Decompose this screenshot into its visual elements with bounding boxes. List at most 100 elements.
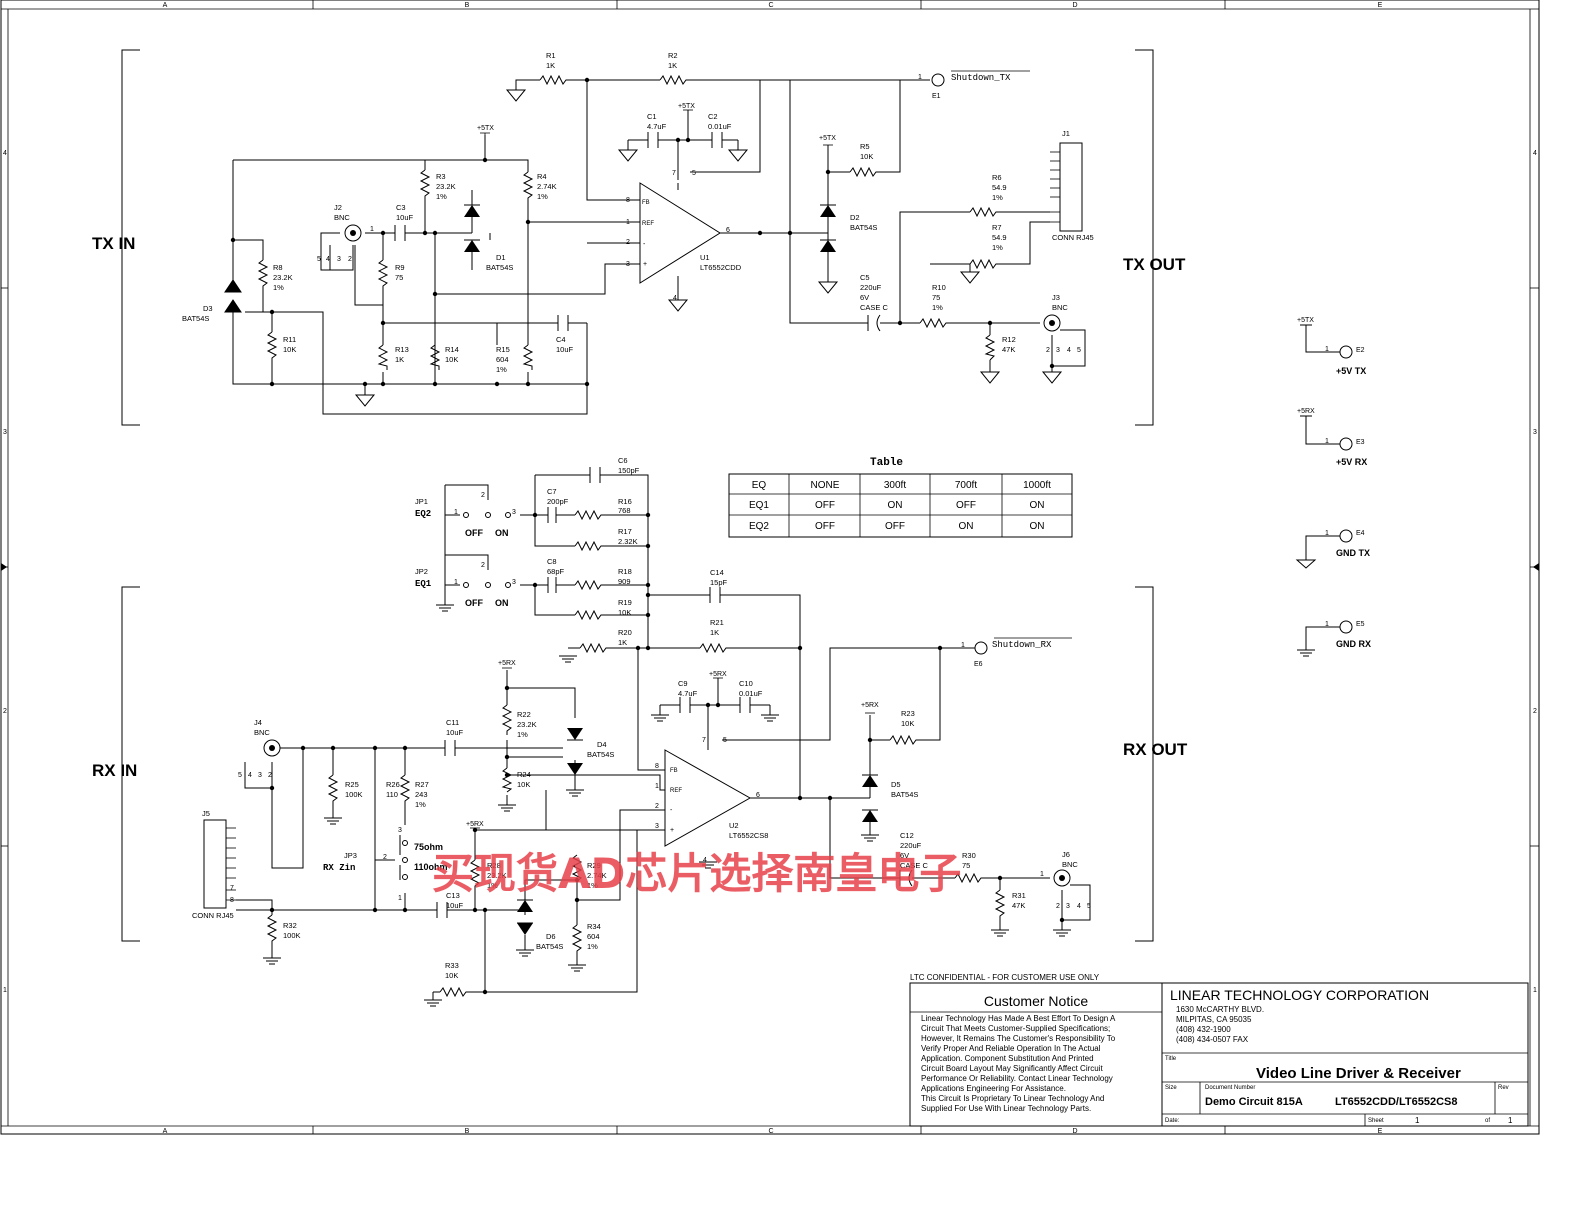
d1-ref: D1 (496, 253, 506, 262)
rx-supply-r22: +5RX (498, 660, 516, 667)
svg-text:4: 4 (326, 256, 330, 263)
notice-line-6: Performance Or Reliability. Contact Line… (921, 1074, 1113, 1083)
svg-text:1: 1 (655, 783, 659, 790)
d1-val: BAT54S (486, 263, 513, 272)
col-label-b-bottom: B (465, 1128, 470, 1135)
u1-val: LT6552CDD (700, 263, 742, 272)
r24-val: 10K (517, 780, 530, 789)
r22-tol: 1% (517, 730, 528, 739)
r28-val: 23.2K (487, 871, 507, 880)
u2-ref: U2 (729, 821, 739, 830)
confidential-note: LTC CONFIDENTIAL - FOR CUSTOMER USE ONLY (910, 973, 1100, 982)
tx-supply-d1: +5TX (477, 125, 494, 132)
sheet-total: 1 (1508, 1116, 1513, 1125)
eq-table-cell-0-1: OFF (815, 500, 835, 511)
date-caption: Date: (1165, 1118, 1180, 1124)
e4-label: GND TX (1336, 548, 1370, 558)
d2-ref: D2 (850, 213, 860, 222)
d4-val: BAT54S (587, 750, 614, 759)
svg-text:2: 2 (481, 562, 485, 569)
u1-ref: U1 (700, 253, 710, 262)
svg-text:8: 8 (655, 763, 659, 770)
svg-text:5: 5 (1087, 903, 1091, 910)
r14-ref: R14 (445, 345, 459, 354)
e1-ref: E1 (932, 93, 941, 100)
r3-ref: R3 (436, 172, 446, 181)
c5-val: 220uF (860, 283, 882, 292)
svg-text:4: 4 (703, 857, 707, 864)
r31-val: 47K (1012, 901, 1025, 910)
svg-text:5: 5 (317, 256, 321, 263)
c10-ref: C10 (739, 679, 753, 688)
svg-text:1: 1 (626, 219, 630, 226)
c2-val: 0.01uF (708, 122, 732, 131)
c1-ref: C1 (647, 112, 657, 121)
shutdown-tx-label: Shutdown_TX (951, 73, 1011, 83)
eq-table-cell-0-3: OFF (956, 500, 976, 511)
svg-text:+: + (643, 261, 647, 268)
rx-supply-d5: +5RX (861, 702, 879, 709)
r7-tol: 1% (992, 243, 1003, 252)
svg-text:1: 1 (454, 579, 458, 586)
r32-val: 100K (283, 931, 301, 940)
c5-voltage: 6V (860, 293, 869, 302)
eq-table-header-1: NONE (811, 480, 840, 491)
svg-text:4: 4 (1077, 903, 1081, 910)
r9-ref: R9 (395, 263, 405, 272)
address-line-2: (408) 432-1900 (1176, 1025, 1231, 1034)
svg-text:2: 2 (1046, 347, 1050, 354)
watermark-text: 买现货AD芯片选择南皇电子 (432, 849, 961, 898)
svg-text:5: 5 (723, 737, 727, 744)
c2-ref: C2 (708, 112, 718, 121)
svg-text:4: 4 (1067, 347, 1071, 354)
notice-line-4: Application. Component Substitution And … (921, 1054, 1094, 1063)
e3-supply: +5RX (1297, 408, 1315, 415)
svg-text:-: - (670, 807, 673, 814)
svg-text:3: 3 (258, 772, 262, 779)
r31-ref: R31 (1012, 891, 1026, 900)
svg-text:3: 3 (655, 823, 659, 830)
r4-ref: R4 (537, 172, 547, 181)
svg-text:2: 2 (268, 772, 272, 779)
c5-ref: C5 (860, 273, 870, 282)
address-line-1: MILPITAS, CA 95035 (1176, 1015, 1252, 1024)
col-label-d-bottom: D (1072, 1128, 1077, 1135)
svg-text:3: 3 (398, 827, 402, 834)
r29-val: 2.74K (587, 871, 607, 880)
j1-ref: J1 (1062, 129, 1070, 138)
d2-val: BAT54S (850, 223, 877, 232)
u2-pin-ref: REF (670, 788, 682, 794)
svg-text:2: 2 (626, 239, 630, 246)
jp2-off: OFF (465, 598, 483, 608)
u1-pin-ref: REF (642, 221, 654, 227)
eq-table-header-2: 300ft (884, 480, 906, 491)
c8-val: 68pF (547, 567, 565, 576)
svg-text:2: 2 (481, 492, 485, 499)
j1-rj45 (1050, 142, 1083, 232)
svg-text:5: 5 (238, 772, 242, 779)
j2-ref: J2 (334, 203, 342, 212)
notice-line-1: Circuit That Meets Customer-Supplied Spe… (921, 1024, 1110, 1033)
j4-val: BNC (254, 728, 270, 737)
svg-text:3: 3 (1056, 347, 1060, 354)
d3-ref: D3 (203, 304, 213, 313)
r2-ref: R2 (668, 51, 678, 60)
r5-ref: R5 (860, 142, 870, 151)
jp2-ref: JP2 (415, 567, 428, 576)
r33-ref: R33 (445, 961, 459, 970)
r23-val: 10K (901, 719, 914, 728)
r18-val: 909 (618, 577, 631, 586)
r30-ref: R30 (962, 851, 976, 860)
svg-text:5: 5 (692, 170, 696, 177)
sheet-caption: Sheet (1368, 1118, 1384, 1124)
notice-line-3: Verify Proper And Reliable Operation In … (921, 1044, 1101, 1053)
c3-ref: C3 (396, 203, 406, 212)
r29-ref: R29 (587, 861, 601, 870)
row-label-1-right: 1 (1533, 987, 1537, 994)
svg-text:3: 3 (1066, 903, 1070, 910)
r7-ref: R7 (992, 223, 1002, 232)
rx-diodes (508, 728, 878, 935)
